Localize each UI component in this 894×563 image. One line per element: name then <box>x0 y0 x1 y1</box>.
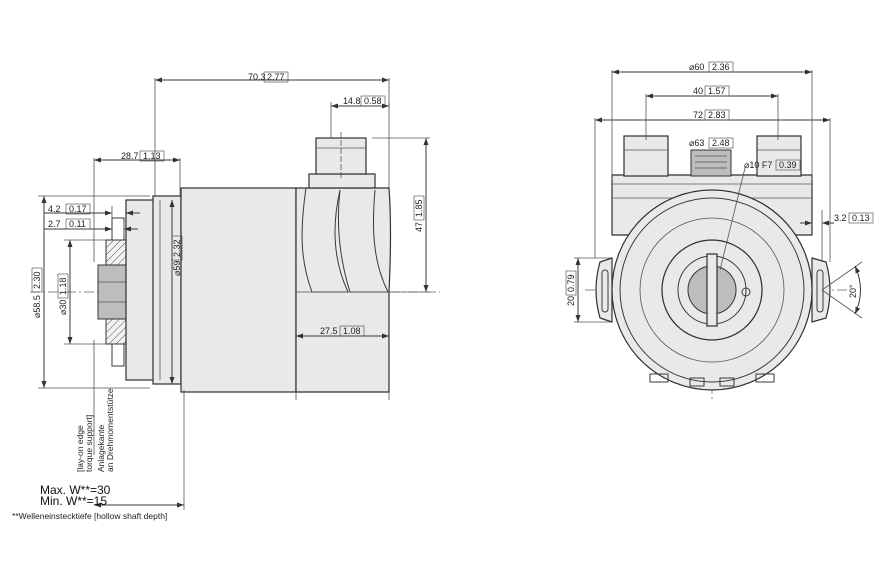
dim-58-5: ⌀58.5 <box>32 295 42 318</box>
svg-text:an Drehmomentstütze: an Drehmomentstütze <box>105 388 115 472</box>
front-connectors <box>623 135 802 177</box>
dim-28-7-in: 1.13 <box>143 151 161 161</box>
dim-59-in: 2.32 <box>172 239 182 257</box>
side-view: 70.3 2.77 14.8 0.58 28.7 1.13 4.2 0.17 2… <box>12 71 440 521</box>
dim-58-5-in: 2.30 <box>32 271 42 289</box>
dim-40-in: 1.57 <box>708 86 726 96</box>
dim-70-3-in: 2.77 <box>267 72 285 82</box>
dim-30-in: 1.18 <box>58 277 68 295</box>
dim-3-2-in: 0.13 <box>852 213 870 223</box>
dim-4-2: 4.2 <box>48 204 61 214</box>
layon-edge-label: [lay-on edge torque support] <box>75 415 94 472</box>
dim-20: 20 <box>566 296 576 306</box>
svg-text:torque support]: torque support] <box>84 415 94 472</box>
max-w-label: Max. W**=30 <box>40 483 111 497</box>
dim-72-in: 2.83 <box>708 110 726 120</box>
min-w-label: Min. W**=15 <box>40 494 107 508</box>
hollow-shaft <box>97 217 137 367</box>
dim-14-8-in: 0.58 <box>364 96 382 106</box>
dim-47-in: 1.85 <box>414 199 424 217</box>
anlagekante-label: Anlagekante an Drehmomentstütze <box>96 388 115 472</box>
dim-59: ⌀59 <box>172 261 182 276</box>
dim-70-3: 70.3 <box>248 72 266 82</box>
dim-47: 47 <box>414 222 424 232</box>
dim-20-in: 0.79 <box>566 274 576 292</box>
svg-text:[lay-on edge: [lay-on edge <box>75 425 85 472</box>
angle-20: 20° <box>848 284 858 298</box>
dim-bore: ⌀10 F7 <box>744 160 772 170</box>
side-connector <box>308 132 376 189</box>
dim-bore-in: 0.39 <box>779 160 797 170</box>
dim-27-5-in: 1.08 <box>343 326 361 336</box>
dim-14-8: 14.8 <box>343 96 361 106</box>
flange <box>125 195 182 385</box>
dim-30: ⌀30 <box>58 300 68 315</box>
dim-2-7-in: 0.11 <box>69 219 86 229</box>
dim-63-in: 2.48 <box>712 138 730 148</box>
dim-28-7: 28.7 <box>121 151 139 161</box>
dim-60-in: 2.36 <box>712 62 730 72</box>
dim-63: ⌀63 <box>689 138 704 148</box>
dim-4-2-in: 0.17 <box>69 204 87 214</box>
dim-40: 40 <box>693 86 703 96</box>
front-view: ⌀60 2.36 40 1.57 72 2.83 ⌀63 2.48 ⌀10 F7… <box>565 61 874 400</box>
dim-3-2: 3.2 <box>834 213 847 223</box>
dim-72: 72 <box>693 110 703 120</box>
dim-60: ⌀60 <box>689 62 704 72</box>
housing <box>180 187 392 393</box>
footnote: **Welleneinstecktiefe [hollow shaft dept… <box>12 511 167 521</box>
svg-text:Anlagekante: Anlagekante <box>96 424 106 472</box>
dim-27-5: 27.5 <box>320 326 338 336</box>
dim-2-7: 2.7 <box>48 219 61 229</box>
